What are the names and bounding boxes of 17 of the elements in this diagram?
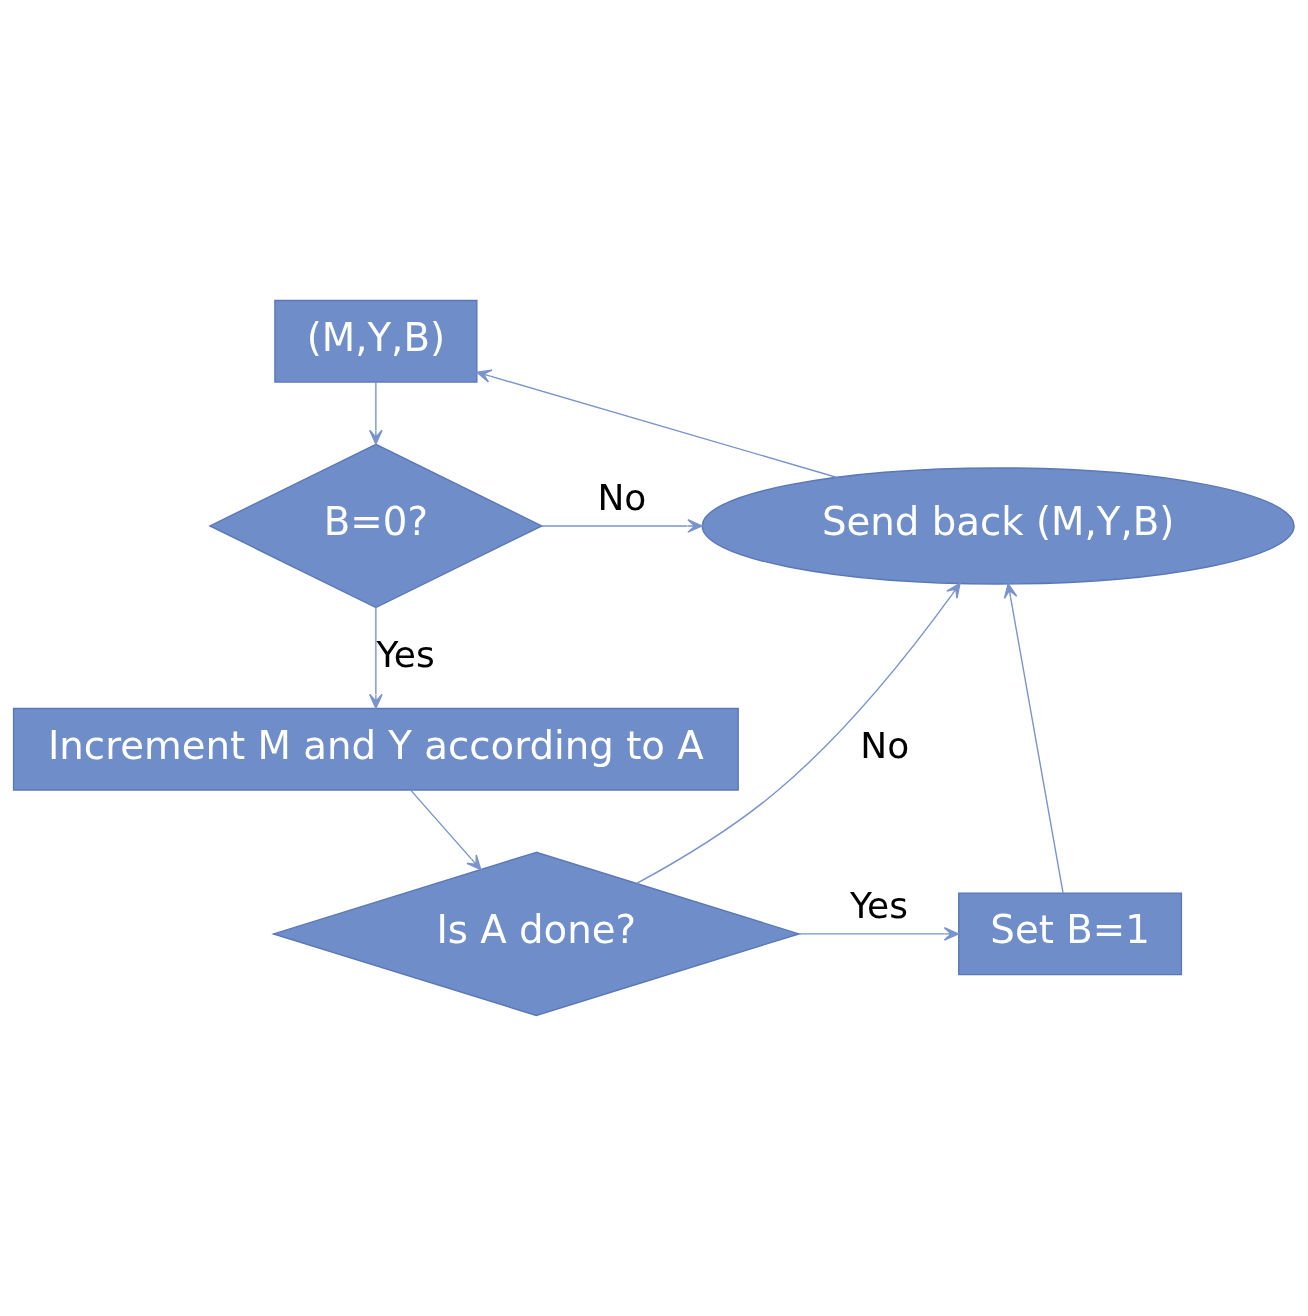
node-box: (M,Y,B) [274,299,478,383]
edge-label: No [597,477,647,519]
arrow [476,369,838,479]
node-diamond: B=0? [208,443,544,609]
arrow [368,381,383,445]
edge-label: Yes [376,633,435,675]
node-box: Increment M and Y according to A [12,707,739,791]
node-box: Set B=1 [958,892,1183,976]
edge-label: No [860,724,910,766]
node-ellipse: Send back (M,Y,B) [701,467,1295,585]
edge-label: Yes [849,885,908,927]
arrow [636,582,961,885]
arrow [798,926,959,941]
arrow [410,789,482,871]
arrow [1003,582,1064,894]
arrow [368,606,383,709]
arrow [541,519,703,533]
